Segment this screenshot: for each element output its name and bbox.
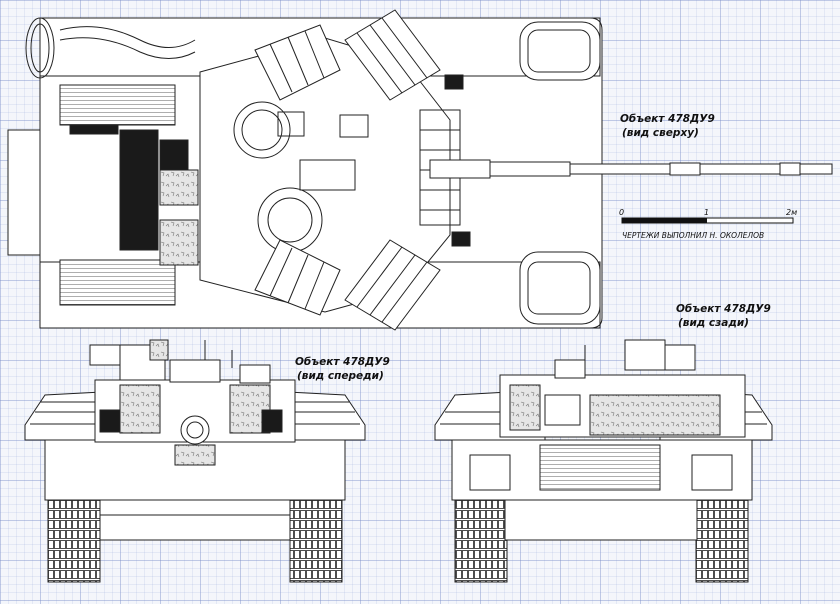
front-view xyxy=(24,339,366,583)
scale-tick-0: 0 xyxy=(619,208,624,217)
top-view-title: Объект 478ДУ9 xyxy=(620,113,715,125)
top-view-subtitle: (вид сверху) xyxy=(622,127,699,139)
front-view-title: Объект 478ДУ9 xyxy=(295,356,390,368)
drawing-credit: ЧЕРТЕЖИ ВЫПОЛНИЛ Н. ОКОЛЕЛОВ xyxy=(622,231,764,240)
top-era-lower xyxy=(254,239,441,331)
rear-view xyxy=(434,339,773,583)
top-era-upper xyxy=(254,9,441,101)
top-engine-grill xyxy=(119,129,159,251)
rear-view-title: Объект 478ДУ9 xyxy=(676,303,771,315)
front-view-subtitle: (вид спереди) xyxy=(297,370,384,382)
scale-tick-1: 1 xyxy=(704,208,709,217)
rear-view-subtitle: (вид сзади) xyxy=(678,317,749,329)
rear-engine-grill xyxy=(539,444,661,491)
scale-bar: 0 1 2м xyxy=(619,208,797,224)
scale-tick-2: 2м xyxy=(786,208,797,217)
top-view xyxy=(7,9,833,331)
top-gun-barrel xyxy=(429,159,833,179)
